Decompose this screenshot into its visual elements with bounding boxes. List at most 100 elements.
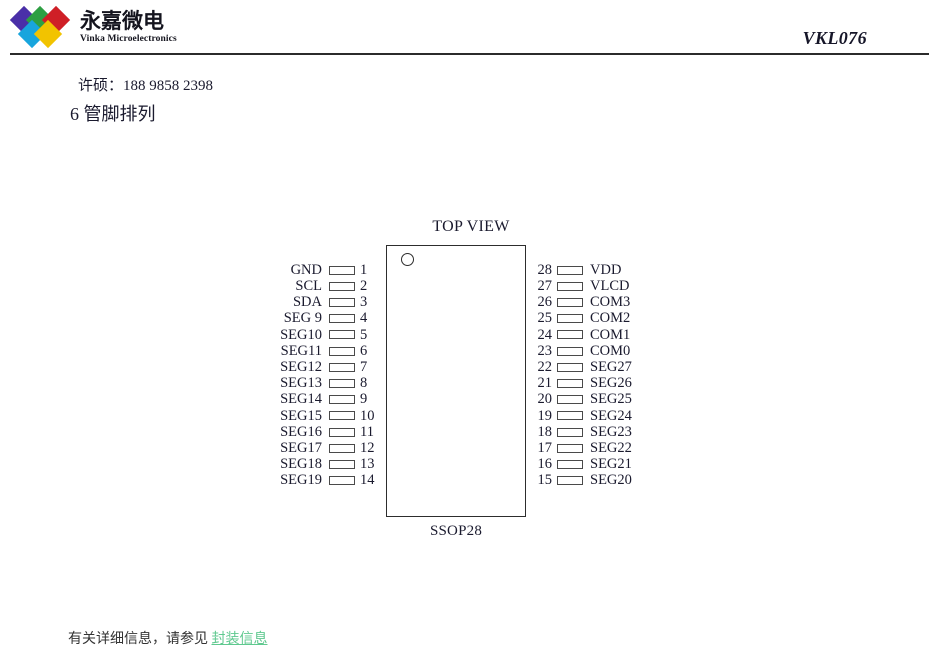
pin-lead-icon [557, 346, 583, 356]
pin-row: GND 1 [206, 262, 386, 278]
pin-number: 19 [537, 407, 553, 424]
package-label: SSOP28 [429, 523, 483, 539]
pin-number: 6 [360, 342, 368, 359]
pin-row: 28 VDD [526, 262, 706, 278]
pin-lead-icon [329, 395, 355, 405]
pin-lead-icon [557, 427, 583, 437]
pin-number: 26 [537, 294, 553, 311]
pin-number: 5 [360, 326, 368, 343]
pin-signal-label: SEG22 [590, 439, 632, 456]
pin1-marker-icon [401, 253, 414, 266]
pin-signal-label: SEG21 [590, 456, 632, 473]
pin-row: SEG11 6 [206, 343, 386, 359]
pin-signal-label: SEG15 [280, 407, 322, 424]
pin-signal-label: COM0 [590, 342, 631, 359]
pin-row: SEG18 13 [206, 456, 386, 472]
pin-lead-icon [329, 443, 355, 453]
pin-signal-label: SDA [292, 294, 322, 311]
pin-signal-label: SEG11 [280, 342, 322, 359]
pin-number: 13 [360, 456, 375, 473]
pin-lead-icon [557, 297, 583, 307]
package-info-link[interactable]: 封装信息 [211, 632, 268, 647]
pin-lead-icon [557, 330, 583, 340]
vinka-logo-icon [9, 5, 76, 49]
pin-lead-icon [329, 314, 355, 324]
pin-signal-label: SEG27 [590, 358, 632, 375]
brand-name-en: Vinka Microelectronics [80, 33, 177, 44]
pin-number: 1 [360, 261, 368, 278]
pin-lead-icon [557, 281, 583, 291]
brand-name-cn: 永嘉微电 [80, 8, 164, 33]
contact-line: 许硕：188 9858 2398 [78, 78, 214, 94]
pin-lead-icon [329, 427, 355, 437]
pin-number: 23 [537, 342, 553, 359]
pin-lead-icon [329, 265, 355, 275]
pin-number: 21 [537, 375, 553, 392]
page-header: 永嘉微电 Vinka Microelectronics VKL076 [0, 0, 939, 56]
pin-number: 18 [537, 423, 553, 440]
pin-row: SEG10 5 [206, 327, 386, 343]
pin-lead-icon [329, 476, 355, 486]
pin-lead-icon [557, 395, 583, 405]
pin-number: 7 [360, 358, 368, 375]
pin-signal-label: SEG18 [280, 456, 322, 473]
pin-signal-label: SEG20 [590, 472, 632, 489]
pin-lead-icon [557, 265, 583, 275]
pin-lead-icon [329, 330, 355, 340]
pin-row: SEG 9 4 [206, 311, 386, 327]
pin-lead-icon [329, 297, 355, 307]
pin-lead-icon [329, 281, 355, 291]
pin-number: 27 [537, 277, 553, 294]
pin-signal-label: SEG10 [280, 326, 322, 343]
pin-number: 9 [360, 391, 368, 408]
pin-row: 27 VLCD [526, 278, 706, 294]
pin-number: 22 [537, 358, 553, 375]
pin-signal-label: SEG26 [590, 375, 632, 392]
footer-note: 有关详细信息，请参见 封装信息 [68, 628, 268, 648]
pin-signal-label: VDD [590, 261, 622, 278]
top-view-label: TOP VIEW [432, 218, 510, 235]
pin-number: 28 [537, 261, 553, 278]
pin-lead-icon [329, 378, 355, 388]
pin-signal-label: SEG25 [590, 391, 632, 408]
pin-row: SEG15 10 [206, 408, 386, 424]
footer-note-text: 有关详细信息，请参见 [68, 632, 212, 647]
pin-lead-icon [329, 411, 355, 421]
pin-lead-icon [557, 411, 583, 421]
pin-lead-icon [557, 378, 583, 388]
pin-lead-icon [557, 362, 583, 372]
pin-signal-label: SEG13 [280, 375, 322, 392]
pin-number: 4 [360, 310, 368, 327]
pin-signal-label: SEG23 [590, 423, 632, 440]
pin-signal-label: VLCD [590, 277, 630, 294]
pin-signal-label: SEG16 [280, 423, 322, 440]
pin-lead-icon [329, 459, 355, 469]
pin-lead-icon [557, 314, 583, 324]
pin-signal-label: SEG17 [280, 439, 322, 456]
pin-signal-label: SEG24 [590, 407, 632, 424]
brand-logo-block: 永嘉微电 Vinka Microelectronics [9, 5, 177, 49]
pin-row: 22 SEG27 [526, 359, 706, 375]
header-divider [10, 53, 929, 55]
pin-signal-label: COM1 [590, 326, 631, 343]
pin-row: 21 SEG26 [526, 375, 706, 391]
pin-row: SEG12 7 [206, 359, 386, 375]
pin-number: 10 [360, 407, 375, 424]
pin-row: SEG14 9 [206, 392, 386, 408]
pin-signal-label: SEG14 [280, 391, 322, 408]
page-title: 6 管脚排列 [70, 104, 156, 124]
pin-signal-label: GND [290, 261, 322, 278]
pin-signal-label: SEG 9 [283, 310, 322, 327]
pin-signal-label: SEG12 [280, 358, 322, 375]
pin-number: 2 [360, 277, 368, 294]
